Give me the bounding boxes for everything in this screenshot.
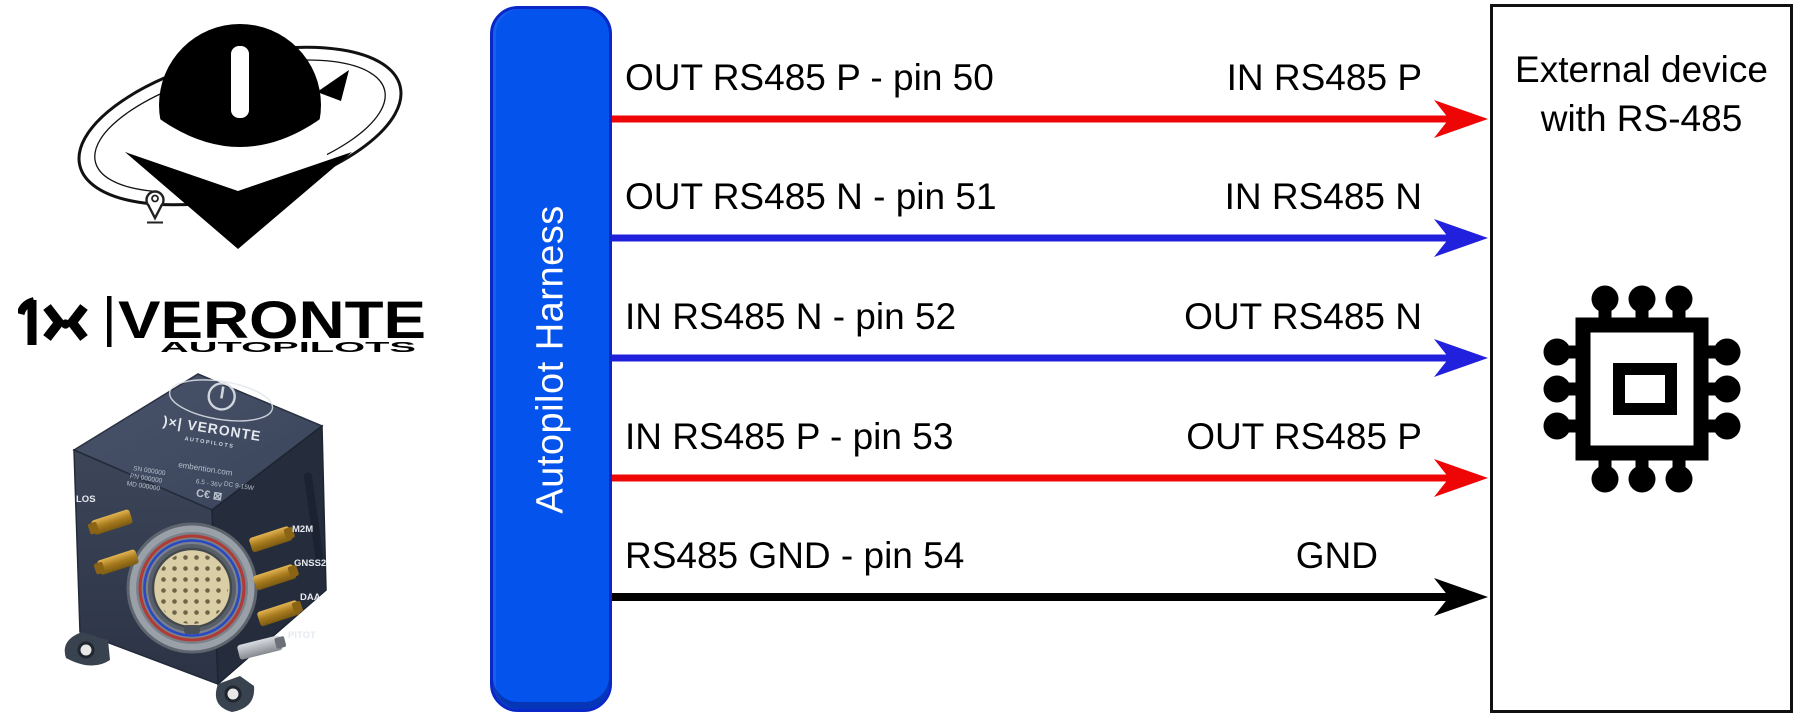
dome-slot	[231, 46, 249, 118]
wordmark-text: VERONTE	[118, 291, 426, 350]
wordmark-subtext: AUTOPILOTS	[160, 339, 416, 356]
autopilot-harness-block: Autopilot Harness	[490, 6, 612, 712]
wire-label-in-rs485-n: IN RS485 N	[1224, 176, 1422, 217]
sma-connectors	[87, 509, 303, 660]
wire-rs485-gnd	[612, 578, 1488, 616]
port-label-m2m: M2M	[292, 524, 313, 535]
chip-icon	[1537, 279, 1747, 499]
ce-mark-icon: C€ ⊠	[195, 487, 223, 503]
down-arrow-icon	[125, 152, 352, 249]
veronte-emblem-icon	[77, 24, 403, 249]
port-label-pitot: PITOT	[288, 630, 316, 641]
wire-label-out-rs485-n: OUT RS485 N	[1184, 296, 1422, 337]
wire-label-pin51: OUT RS485 N - pin 51	[625, 176, 997, 217]
wire-label-pin52: IN RS485 N - pin 52	[625, 296, 957, 337]
wire-label-out-rs485-p: OUT RS485 P	[1186, 416, 1422, 457]
veronte-wordmark: VERONTE AUTOPILOTS	[18, 291, 426, 356]
port-label-gnss2: GNSS2	[294, 558, 326, 569]
wire-label-gnd: GND	[1295, 535, 1378, 576]
wire-label-pin50: OUT RS485 P - pin 50	[625, 57, 994, 98]
port-label-los: LOS	[76, 494, 96, 505]
device-title-line2: with RS-485	[1540, 98, 1743, 139]
wire-rs485-n-in	[612, 339, 1488, 377]
wire-label-in-rs485-p: IN RS485 P	[1226, 57, 1422, 98]
device-power-text: DC 9-15W	[223, 481, 255, 493]
wordmark-divider	[107, 296, 112, 347]
one-x-mark-icon	[18, 297, 88, 345]
autopilot-photo: )×| VERONTE A U T O P I L O T S embentio…	[64, 373, 327, 712]
device-side-groove	[304, 472, 325, 567]
wire-rs485-n-out	[612, 219, 1488, 257]
wire-label-pin53: IN RS485 P - pin 53	[625, 416, 954, 457]
device-title-line1: External device	[1515, 49, 1768, 90]
port-labels: LOS M2M GNSS2 DAA PITOT	[76, 494, 326, 641]
external-device-box: External device with RS-485	[1490, 4, 1793, 713]
swoosh-arrowhead-icon	[317, 70, 349, 101]
location-pin-icon	[145, 190, 165, 224]
port-label-daa: DAA	[300, 592, 321, 603]
device-voltage-text: 6.5 - 36V	[195, 478, 223, 489]
wire-rs485-p-out	[612, 100, 1488, 138]
wire-label-pin54: RS485 GND - pin 54	[625, 535, 965, 576]
wire-rs485-p-in	[612, 459, 1488, 497]
main-connector-icon	[126, 522, 258, 654]
mounting-tabs	[64, 632, 255, 712]
external-device-title: External device with RS-485	[1493, 45, 1790, 143]
